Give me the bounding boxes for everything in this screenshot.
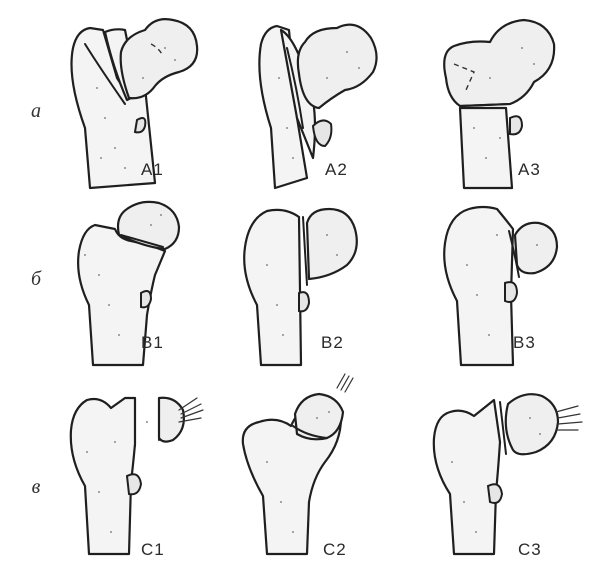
figure-c3: C3 xyxy=(420,382,600,572)
fracture-code-b1: B1 xyxy=(141,333,164,352)
femur-a3-drawing xyxy=(443,18,556,190)
fracture-code-c1: C1 xyxy=(141,540,165,559)
femur-c1-drawing xyxy=(69,396,204,556)
row-label-c: в xyxy=(31,476,41,498)
figure-b2: B2 xyxy=(237,195,417,385)
fracture-code-b3: B3 xyxy=(513,333,536,352)
figure-b1: B1 xyxy=(55,195,235,385)
fracture-code-a2: A2 xyxy=(325,160,348,179)
figure-a3: A3 xyxy=(430,8,600,198)
femur-b3-drawing xyxy=(443,205,559,367)
femur-a2-drawing xyxy=(258,23,378,190)
fracture-code-b2: B2 xyxy=(321,333,344,352)
femur-b2-drawing xyxy=(243,207,358,367)
figure-c1: C1 xyxy=(55,382,235,572)
figure-c2: C2 xyxy=(237,373,417,572)
row-label-b: б xyxy=(30,268,42,290)
fracture-code-a1: A1 xyxy=(141,160,164,179)
figure-b3: B3 xyxy=(437,195,600,385)
fracture-code-a3: A3 xyxy=(518,160,541,179)
row-label-a: а xyxy=(31,100,41,122)
figure-a2: A2 xyxy=(247,8,427,198)
femur-a1-drawing xyxy=(70,18,199,190)
fracture-code-c3: C3 xyxy=(518,540,542,559)
fracture-code-c2: C2 xyxy=(323,540,347,559)
femur-b1-drawing xyxy=(77,200,181,367)
figure-a1: A1 xyxy=(55,8,235,198)
femur-c3-drawing xyxy=(432,393,583,556)
femur-c2-drawing xyxy=(241,373,354,556)
